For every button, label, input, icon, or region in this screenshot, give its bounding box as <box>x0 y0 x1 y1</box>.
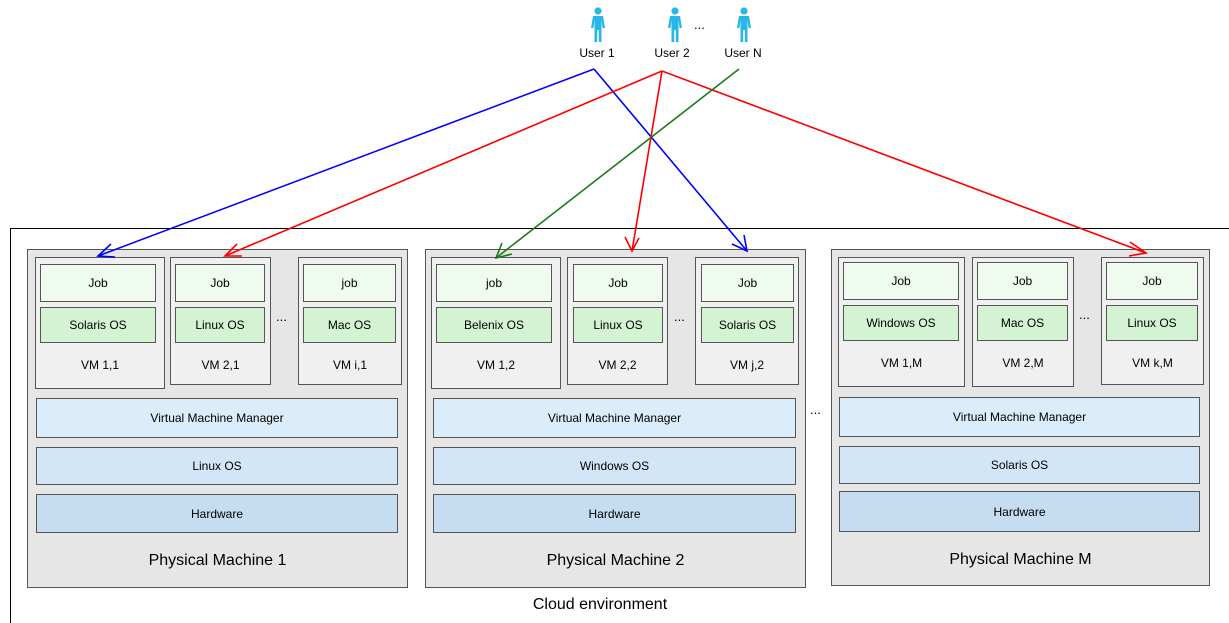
vm-os: Solaris OS <box>701 307 794 343</box>
vm-job: Job <box>40 264 156 302</box>
vm-label: VM i,1 <box>332 358 367 372</box>
hardware: Hardware <box>433 494 796 533</box>
vm-label: VM 2,M <box>1002 356 1044 370</box>
user-icon <box>668 7 682 42</box>
vm-job: Job <box>701 264 794 302</box>
physical-machine-label: Physical Machine 2 <box>546 552 685 569</box>
vm-job: Job <box>977 262 1068 300</box>
user2-arrows <box>223 70 1149 257</box>
vm-os: Windows OS <box>843 305 959 341</box>
vm-os: Solaris OS <box>40 307 156 343</box>
vm-label: VM j,2 <box>729 358 764 372</box>
user-label: User N <box>724 46 762 60</box>
user1-arrows <box>96 68 749 258</box>
vm-os: Mac OS <box>303 307 396 343</box>
vm-job: Job <box>843 262 959 300</box>
physical-machine-label: Physical Machine M <box>949 551 1092 568</box>
vm-os: Linux OS <box>175 307 265 343</box>
machines-ellipsis: ... <box>810 402 821 417</box>
virtual-machine-manager: Virtual Machine Manager <box>433 398 796 438</box>
vm-label: VM 1,1 <box>80 358 119 372</box>
user-label: User 2 <box>654 46 690 60</box>
cloud-environment-label: Cloud environment <box>532 596 668 613</box>
vm-label: VM k,M <box>1132 356 1173 370</box>
vm-job: job <box>436 264 552 302</box>
vm-label: VM 2,2 <box>598 358 637 372</box>
user-label: User 1 <box>579 46 615 60</box>
user-icon <box>737 7 751 42</box>
hardware: Hardware <box>839 491 1200 532</box>
vm-job: Job <box>175 264 265 302</box>
physical-machine-label: Physical Machine 1 <box>148 552 287 569</box>
vm-os: Linux OS <box>1106 305 1198 341</box>
vm-ellipsis: ... <box>1079 307 1090 322</box>
vm-ellipsis: ... <box>276 309 287 324</box>
virtual-machine-manager: Virtual Machine Manager <box>839 397 1200 437</box>
vm-label: VM 2,1 <box>201 358 240 372</box>
user-icon <box>591 7 605 42</box>
userN-arrows <box>494 68 740 260</box>
vm-os: Belenix OS <box>436 307 552 343</box>
vm-label: VM 1,2 <box>476 358 515 372</box>
vm-ellipsis: ... <box>674 309 685 324</box>
cloud-environment-frame <box>10 228 1229 623</box>
vm-job: Job <box>1106 262 1198 300</box>
host-os: Solaris OS <box>839 446 1200 484</box>
vm-os: Mac OS <box>977 305 1068 341</box>
host-os: Linux OS <box>36 447 398 485</box>
users-ellipsis: ... <box>694 17 705 32</box>
hardware: Hardware <box>36 494 398 533</box>
vm-label: VM 1,M <box>880 356 923 370</box>
vm-job: job <box>303 264 396 302</box>
virtual-machine-manager: Virtual Machine Manager <box>36 398 398 438</box>
vm-job: Job <box>573 264 663 302</box>
host-os: Windows OS <box>433 447 796 485</box>
vm-os: Linux OS <box>573 307 663 343</box>
